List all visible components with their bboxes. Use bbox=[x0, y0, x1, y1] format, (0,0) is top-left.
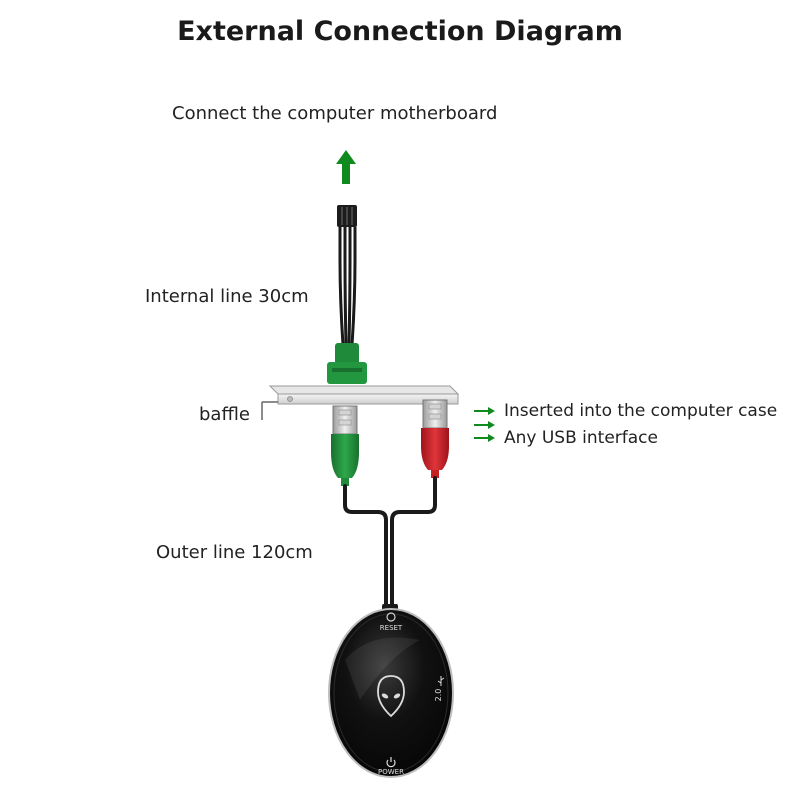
internal-cable bbox=[338, 227, 357, 346]
usb-version-marking: 2.0 bbox=[434, 676, 445, 702]
outer-line-label: Outer line 120cm bbox=[156, 542, 313, 563]
power-label: POWER bbox=[378, 768, 404, 776]
right-arrow-icon bbox=[474, 407, 495, 442]
baffle-label: baffle bbox=[199, 404, 250, 425]
red-usb-plug bbox=[421, 399, 449, 478]
up-arrow-icon bbox=[336, 150, 356, 184]
baffle-bracket bbox=[261, 385, 460, 420]
usb-symbol-icon bbox=[437, 676, 445, 686]
pin-header-connector bbox=[337, 205, 357, 227]
usb-interface-label: Any USB interface bbox=[504, 428, 658, 448]
green-internal-header bbox=[327, 343, 367, 384]
reset-icon bbox=[386, 612, 396, 622]
green-usb-plug bbox=[331, 405, 359, 486]
motherboard-label: Connect the computer motherboard bbox=[172, 103, 498, 124]
power-button[interactable]: POWER bbox=[378, 757, 404, 776]
outer-cable bbox=[343, 476, 437, 612]
alien-logo-icon bbox=[377, 675, 405, 718]
computer-case-label: Inserted into the computer case bbox=[504, 401, 778, 421]
usb-version-label: 2.0 bbox=[434, 689, 443, 702]
reset-button[interactable]: RESET bbox=[380, 612, 403, 632]
page-title: External Connection Diagram bbox=[177, 16, 623, 47]
reset-label: RESET bbox=[380, 624, 403, 632]
internal-line-label: Internal line 30cm bbox=[145, 286, 309, 307]
power-icon bbox=[386, 757, 396, 768]
device-body bbox=[328, 604, 454, 778]
